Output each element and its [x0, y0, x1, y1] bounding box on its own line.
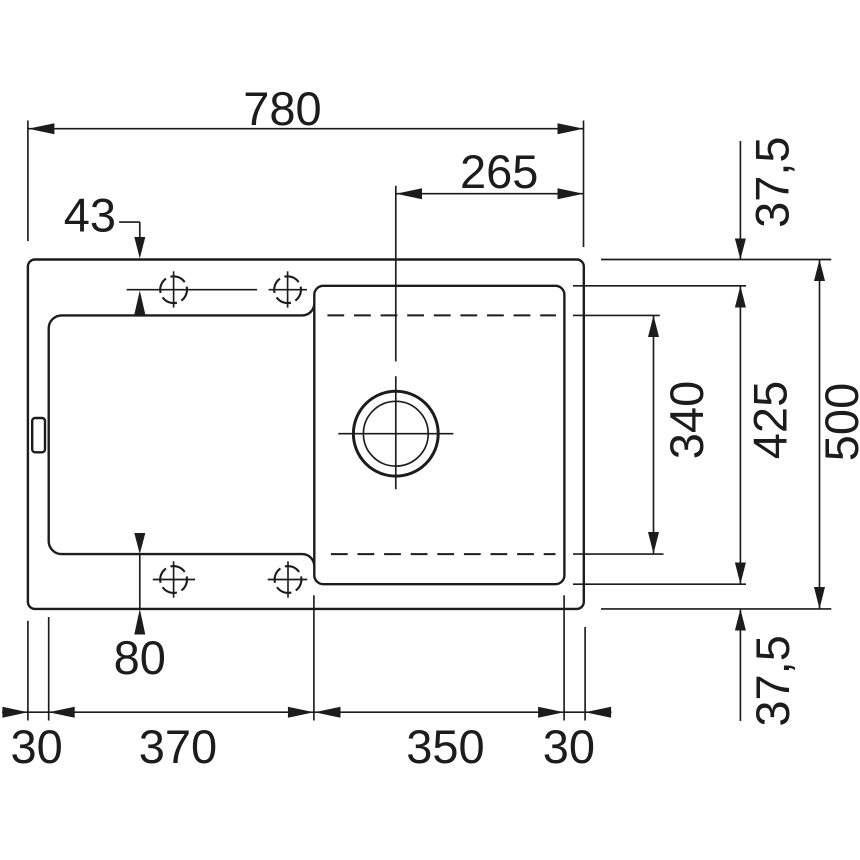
svg-text:780: 780: [243, 82, 321, 135]
svg-text:37,5: 37,5: [746, 635, 799, 726]
svg-text:80: 80: [114, 631, 166, 684]
svg-text:37,5: 37,5: [746, 136, 799, 227]
svg-text:43: 43: [64, 188, 116, 241]
svg-text:30: 30: [10, 720, 62, 773]
svg-text:500: 500: [815, 383, 860, 461]
svg-text:370: 370: [139, 720, 217, 773]
svg-text:30: 30: [543, 720, 595, 773]
svg-text:340: 340: [660, 381, 713, 459]
svg-text:350: 350: [406, 720, 484, 773]
svg-text:425: 425: [744, 381, 797, 459]
svg-text:265: 265: [460, 145, 538, 198]
